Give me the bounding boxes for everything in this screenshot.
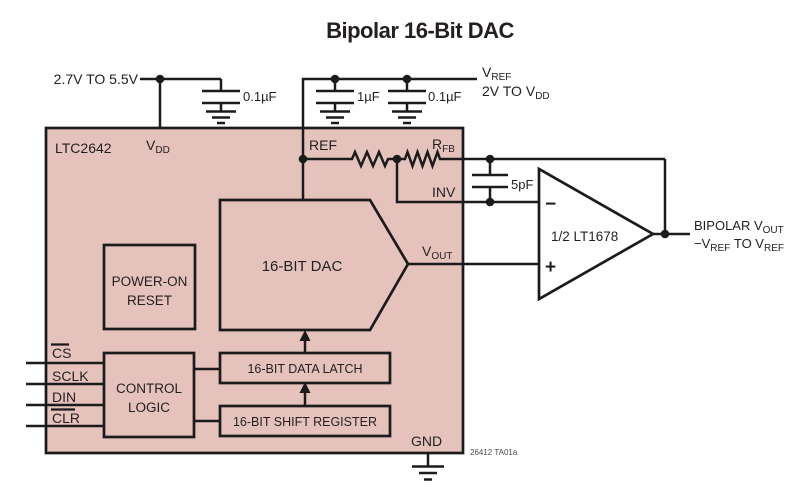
gnd-ground-symbol [412,453,444,481]
inv-pin-label: INV [432,184,456,200]
data-arrow-shift-to-latch [299,382,311,406]
ground-icon [392,110,422,125]
control-input-wires [26,361,104,428]
por-label-line1: POWER-ON [112,274,188,289]
chip-name-label: LTC2642 [55,140,112,156]
ground-icon [320,110,350,125]
vdd-pin-label: VDD [146,137,170,156]
feedback-cap-5pF [472,159,508,202]
rfb-pin-label: RFB [432,136,455,155]
cap-fb-value-label: 5pF [511,177,533,192]
control-logic-box [102,351,196,439]
gnd-pin-label: GND [411,433,442,449]
vref-label: VREF [482,64,511,83]
bypass-cap-ref-100nF [388,79,426,125]
figure-note: 26412 TA01a [470,448,518,457]
dac-symbol [218,198,410,332]
dac-label: 16-BIT DAC [262,258,343,275]
opamp-plus-label: + [545,257,556,278]
junction-dot [660,229,670,239]
data-arrow-latch-to-dac [299,330,311,353]
cap-vdd-value-label: 0.1µF [243,89,277,104]
pin-clr-label: CLR [52,410,80,426]
power-on-reset-box [102,243,197,331]
vref-range-label: 2V TO VDD [482,83,550,102]
ground-icon [412,465,444,481]
opamp-name-label: 1/2 LT1678 [551,229,618,244]
vout-pin-label: VOUT [422,243,452,262]
control-links-wire [194,367,220,423]
data-latch-label: 16-BIT DATA LATCH [247,362,362,376]
ref-pin-label: REF [309,137,337,153]
pin-cs-label: CS [52,345,71,361]
opamp-symbol [537,166,656,302]
junction-dot [155,74,165,84]
por-label-line2: RESET [127,293,172,308]
output-label-line1: BIPOLAR VOUT [694,218,784,236]
supply-rail-wire [140,74,221,128]
supply-voltage-label: 2.7V TO 5.5V [54,71,139,87]
output-wire [653,229,690,239]
bypass-cap-ref-1uF [316,79,354,125]
output-label-line2: −VREF TO VREF [694,236,784,254]
junction-dot [298,154,308,164]
bypass-cap-vdd [202,79,240,125]
pin-sclk-label: SCLK [52,368,89,384]
pin-din-label: DIN [52,389,76,405]
opamp-minus-label: − [545,194,556,215]
shift-register-label: 16-BIT SHIFT REGISTER [233,415,377,429]
page-title: Bipolar 16-Bit DAC [326,18,514,43]
cap-ref1-value-label: 1µF [357,89,380,104]
ground-icon [206,110,236,125]
control-logic-label-line1: CONTROL [116,381,182,396]
control-logic-label-line2: LOGIC [128,400,170,415]
cap-ref2-value-label: 0.1µF [428,89,462,104]
